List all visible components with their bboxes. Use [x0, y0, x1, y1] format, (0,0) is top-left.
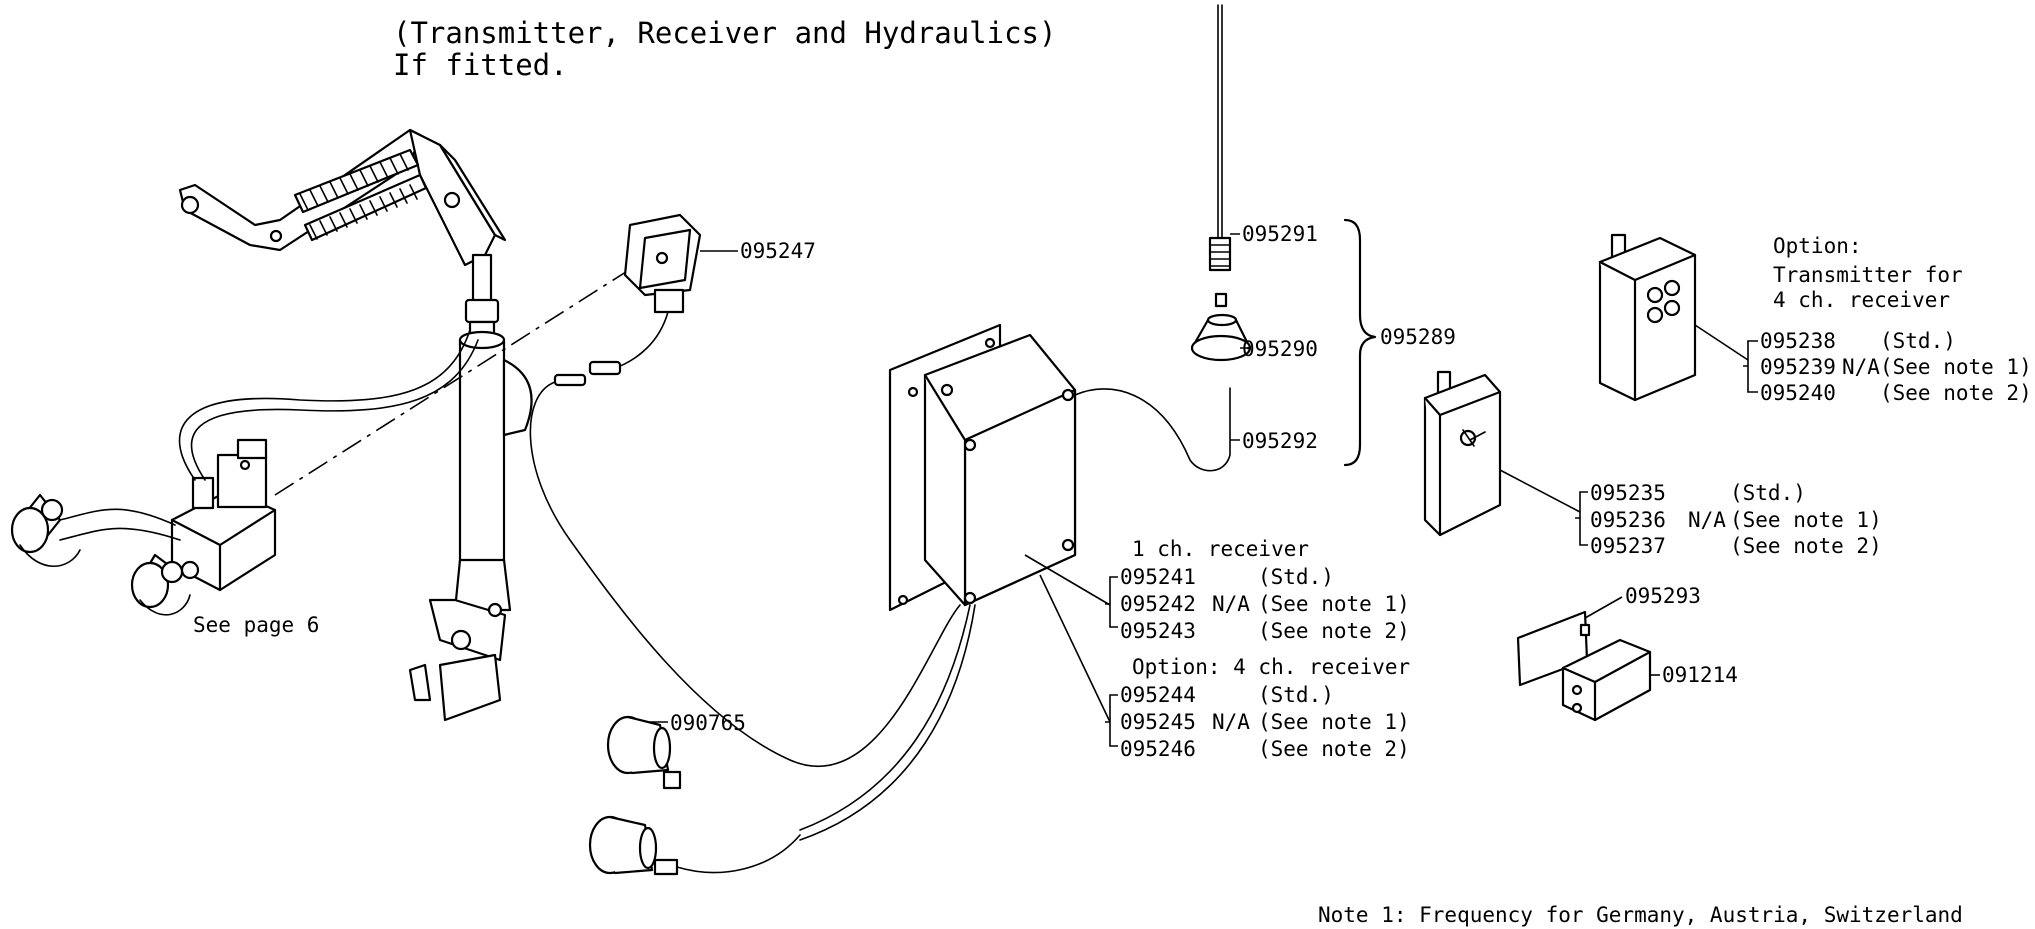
part-095243: 095243: [1120, 619, 1196, 643]
note-1: Note 1: Frequency for Germany, Austria, …: [1318, 903, 1963, 927]
transmitter-4ch-list: 095238 (Std.) 095239 N/A (See note 1) 09…: [1743, 329, 2032, 405]
hydraulic-cylinder: [408, 253, 533, 722]
transmitter-4ch-heading-2: Transmitter for: [1773, 263, 1963, 287]
part-095239: 095239: [1760, 355, 1836, 379]
note-095240: (See note 2): [1880, 381, 2032, 405]
note-095241: (Std.): [1258, 565, 1334, 589]
transmitter-1ch-list: 095235 (Std.) 095236 N/A (See note 1) 09…: [1575, 481, 1882, 558]
transmitter-4ch-heading-1: Option:: [1773, 234, 1862, 258]
part-095242: 095242: [1120, 592, 1196, 616]
part-095245: 095245: [1120, 710, 1196, 734]
note-095242: (See note 1): [1258, 592, 1410, 616]
note-095236: (See note 1): [1730, 508, 1882, 532]
receiver-1ch-list: 095241 (Std.) 095242 N/A (See note 1) 09…: [1105, 565, 1410, 643]
part-095241: 095241: [1120, 565, 1196, 589]
label-095292: 095292: [1242, 429, 1318, 453]
note-095244: (Std.): [1258, 683, 1334, 707]
part-095240: 095240: [1760, 381, 1836, 405]
heading-line-2: If fitted.: [393, 48, 568, 82]
transmitter-4ch: [1598, 233, 1749, 402]
part-095246: 095246: [1120, 737, 1196, 761]
heading-line-1: (Transmitter, Receiver and Hydraulics): [393, 16, 1056, 50]
springs: [293, 148, 428, 242]
receiver-4ch-list: 095244 (Std.) 095245 N/A (See note 1) 09…: [1105, 683, 1410, 761]
flag-095236: N/A: [1688, 508, 1726, 532]
flag-095245: N/A: [1212, 710, 1250, 734]
battery: [1561, 638, 1660, 722]
part-095244: 095244: [1120, 683, 1196, 707]
label-091214: 091214: [1662, 663, 1738, 687]
solenoid-plug: [529, 213, 961, 768]
valve-block: [170, 438, 277, 592]
flag-095242: N/A: [1212, 592, 1250, 616]
transmitter-1ch: [1423, 370, 1581, 537]
transmitter-4ch-heading-3: 4 ch. receiver: [1773, 288, 1950, 312]
part-095238: 095238: [1760, 329, 1836, 353]
note-095246: (See note 2): [1258, 737, 1410, 761]
label-090765: 090765: [670, 711, 746, 735]
antenna: [1190, 4, 1377, 467]
receiver-leader: [1024, 554, 1111, 723]
note-095238: (Std.): [1880, 329, 1956, 353]
flag-095239: N/A: [1842, 355, 1880, 379]
connector-cable: [588, 815, 801, 876]
part-095237: 095237: [1590, 534, 1666, 558]
note-095237: (See note 2): [1730, 534, 1882, 558]
see-page-label: See page 6: [193, 613, 319, 637]
receiver-1ch-heading: 1 ch. receiver: [1132, 537, 1309, 561]
label-095289: 095289: [1380, 325, 1456, 349]
connector-090765: [606, 715, 682, 790]
note-095235: (Std.): [1730, 481, 1806, 505]
label-095293: 095293: [1625, 584, 1701, 608]
note-095243: (See note 2): [1258, 619, 1410, 643]
part-095235: 095235: [1590, 481, 1666, 505]
label-095247: 095247: [740, 239, 816, 263]
label-095290: 095290: [1242, 337, 1318, 361]
receiver-box: [799, 323, 1231, 841]
quick-couplers: [10, 493, 191, 616]
label-095291: 095291: [1242, 222, 1318, 246]
lift-bracket: [178, 128, 507, 267]
hoses: [59, 329, 479, 541]
note-095245: (See note 1): [1258, 710, 1410, 734]
part-095236: 095236: [1590, 508, 1666, 532]
note-095239: (See note 1): [1880, 355, 2032, 379]
receiver-4ch-heading: Option: 4 ch. receiver: [1132, 655, 1410, 679]
